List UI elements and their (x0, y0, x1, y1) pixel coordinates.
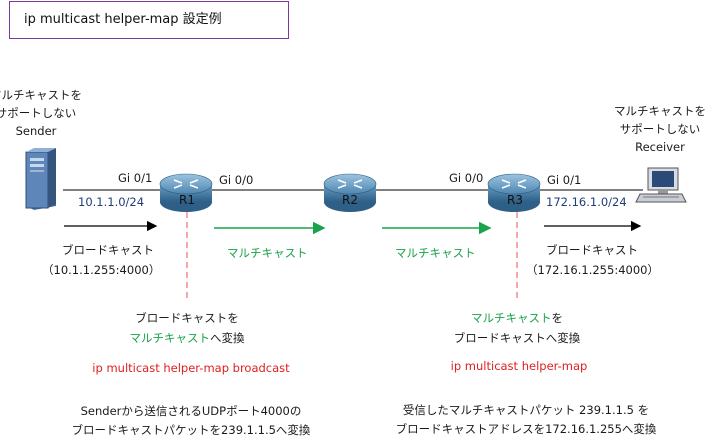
broadcast-label-left: ブロードキャスト (62, 243, 154, 257)
receiver-caption-line2: サポートしない (619, 122, 701, 136)
workstation-icon (635, 167, 687, 203)
r1-left-port-label: Gi 0/1 (118, 171, 153, 185)
broadcast-addr-right: （172.16.1.255:4000） (526, 263, 659, 277)
receiver-caption: マルチキャストを サポートしない Receiver (614, 102, 706, 156)
multicast-label-2: マルチキャスト (395, 246, 476, 260)
sender-caption-line1: マルチキャストを (0, 88, 82, 102)
subnet-right: 172.16.1.0/24 (546, 195, 627, 209)
r1-note-line2: マルチキャストへ変換 (130, 330, 245, 346)
r3-desc-line2: ブロードキャストアドレスを172.16.1.255へ変換 (395, 422, 657, 436)
sender-caption-line2: サポートしない (0, 106, 77, 120)
receiver-caption-line3: Receiver (635, 140, 685, 154)
r3-note-particle: を (551, 311, 564, 325)
r1-desc-line1: Senderから送信されるUDPポート4000の (80, 404, 302, 418)
r1-desc-line2: ブロードキャストパケットを239.1.1.5へ変換 (71, 423, 311, 437)
router-icon (159, 173, 213, 212)
broadcast-addr-left: （10.1.1.255:4000） (42, 263, 161, 277)
multicast-label-1: マルチキャスト (227, 246, 308, 260)
r3-left-port-label: Gi 0/0 (449, 171, 484, 185)
r1-command: ip multicast helper-map broadcast (92, 361, 290, 375)
server-icon (25, 148, 56, 210)
r3-command: ip multicast helper-map (450, 359, 588, 373)
broadcast-label-right: ブロードキャスト (546, 243, 638, 257)
diagram-title: ip multicast helper-map 設定例 (9, 1, 289, 39)
r1-note-multicast: マルチキャスト (129, 331, 211, 345)
sender-caption-line3: Sender (15, 124, 57, 138)
r1-note-line1: ブロードキャストを (135, 311, 239, 325)
r1-note-convert: へ変換 (210, 331, 245, 345)
r3-desc-line1: 受信したマルチキャストパケット 239.1.1.5 を (402, 403, 650, 417)
r3-note-line2: ブロードキャストへ変換 (453, 331, 581, 345)
sender-caption: マルチキャストを サポートしない Sender (0, 86, 82, 140)
router-icon (323, 173, 377, 212)
receiver-caption-line1: マルチキャストを (614, 104, 706, 118)
subnet-left: 10.1.1.0/24 (78, 195, 145, 209)
r2-name: R2 (342, 193, 358, 207)
r3-right-port-label: Gi 0/1 (547, 173, 582, 187)
r1-name: R1 (179, 193, 195, 207)
r3-note-multicast: マルチキャスト (471, 311, 552, 325)
r3-note-line1: マルチキャストを (471, 310, 563, 326)
router-icon (487, 173, 541, 212)
r1-right-port-label: Gi 0/0 (219, 173, 254, 187)
r3-name: R3 (507, 193, 523, 207)
